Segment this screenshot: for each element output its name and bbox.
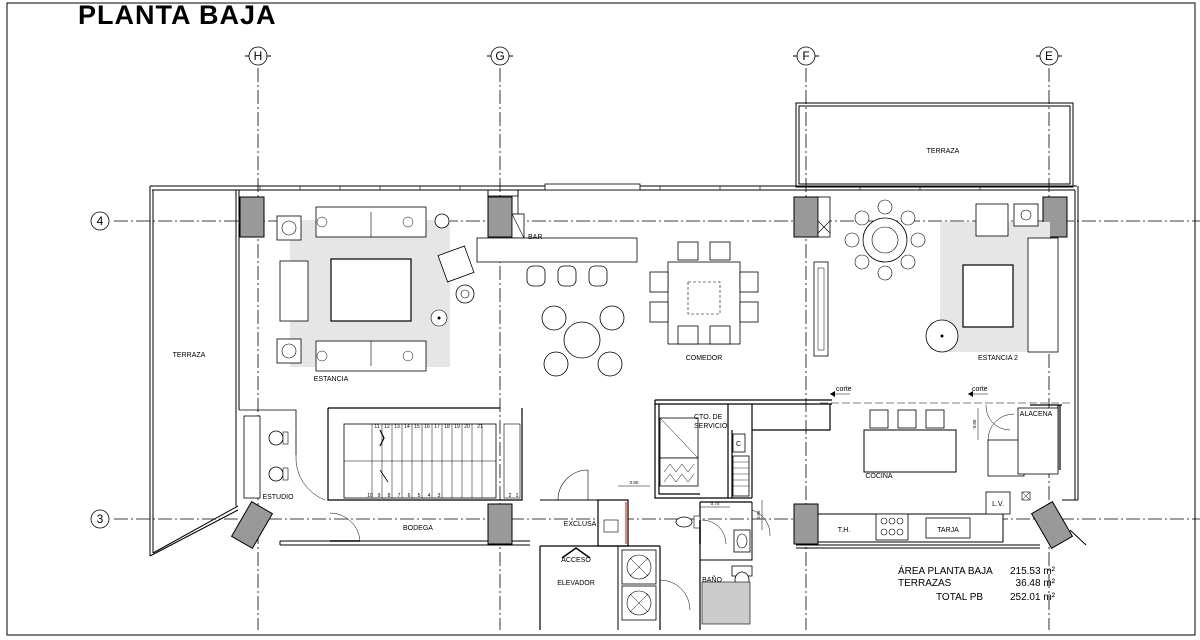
grid-label-4: 4 <box>97 214 104 228</box>
door-swings <box>985 404 1015 441</box>
room-label-cocina: COCINA <box>865 473 893 480</box>
room-label-comedor: COMEDOR <box>686 355 723 362</box>
room-label-estancia: ESTANCIA <box>314 376 349 383</box>
stair-num: 7 <box>398 493 401 499</box>
bodega-door <box>279 512 361 545</box>
bar-furniture <box>476 237 638 287</box>
plan-title: PLANTA BAJA <box>78 0 277 30</box>
label-lv: L.V. <box>992 501 1004 508</box>
stair-num: 5 <box>418 493 421 499</box>
grid-label-f: F <box>802 49 809 63</box>
room-label-estancia2: ESTANCIA 2 <box>978 355 1018 362</box>
estudio-furniture <box>239 409 326 501</box>
room-label-estudio: ESTUDIO <box>262 494 294 501</box>
room-label-terraza-left: TERRAZA <box>173 352 206 359</box>
dimension-marks: 0.80 0.70 0.80 0.80 <box>618 408 979 530</box>
interior-walls <box>654 399 1062 503</box>
room-label-bano: BAÑO <box>702 575 722 584</box>
stair-num: 10 <box>367 493 373 499</box>
grid-bubble-e: E <box>1036 46 1062 66</box>
label-tarja: TARJA <box>937 527 959 534</box>
area-label: TERRAZAS <box>898 578 952 589</box>
entry-area <box>539 469 691 630</box>
label-c: C <box>736 441 741 448</box>
stair-num: 16 <box>424 424 430 430</box>
round-table <box>541 305 625 377</box>
room-label-alacena: ALACENA <box>1020 411 1053 418</box>
area-label: TOTAL PB <box>936 592 983 603</box>
estancia-furniture <box>276 206 475 372</box>
stair-num: 17 <box>434 424 440 430</box>
columns <box>230 196 1074 550</box>
room-label-cto-servicio-line1: CTO. DE <box>694 414 723 421</box>
room-label-exclusa: EXCLUSA <box>564 521 597 528</box>
area-value: 36.48 m² <box>1016 578 1056 589</box>
grid-label-g: G <box>495 49 504 63</box>
dimension-text: 0.70 <box>711 501 720 506</box>
stair-num: 1 <box>516 493 519 499</box>
grid-bubble-4: 4 <box>90 211 110 231</box>
stair-num: 21 <box>477 424 483 430</box>
stair-num: 13 <box>394 424 400 430</box>
dimension-text: 0.80 <box>630 480 639 485</box>
grid-label-e: E <box>1045 49 1053 63</box>
sheet-frame <box>6 2 1196 636</box>
grid-label-h: H <box>254 49 263 63</box>
dimension-text: 0.80 <box>756 510 761 519</box>
stair-num: 19 <box>454 424 460 430</box>
section-label-right: corte <box>972 386 988 393</box>
stair-num: 18 <box>444 424 450 430</box>
stair-num: 20 <box>464 424 470 430</box>
stair-num: 12 <box>384 424 390 430</box>
service-room-furniture <box>659 417 750 497</box>
stair-num: 15 <box>414 424 420 430</box>
room-label-elevador: ELEVADOR <box>557 580 595 587</box>
stair-num: 9 <box>378 493 381 499</box>
room-label-bodega: BODEGA <box>403 525 433 532</box>
section-cut-marks <box>820 391 1070 404</box>
grid-bubble-g: G <box>487 46 513 66</box>
area-summary: ÁREA PLANTA BAJA 215.53 m² TERRAZAS 36.4… <box>898 564 1056 603</box>
grid-bubble-h: H <box>245 46 271 66</box>
dining-table <box>649 241 759 345</box>
dimension-text: 0.80 <box>972 419 977 428</box>
stair-num: 14 <box>404 424 410 430</box>
stair-numbers-top: 11 12 13 14 15 16 17 18 19 20 21 <box>374 424 483 430</box>
area-value: 215.53 m² <box>1010 566 1056 577</box>
stair-num: 3 <box>438 493 441 499</box>
stair-num: 8 <box>388 493 391 499</box>
exterior-walls <box>149 102 1087 557</box>
stair-num: 4 <box>428 493 431 499</box>
stair-num: 2 <box>509 493 512 499</box>
room-label-terraza-top: TERRAZA <box>927 148 960 155</box>
bano-fixtures <box>675 502 771 630</box>
stair-num: 11 <box>374 424 379 430</box>
grid-bubble-f: F <box>793 46 819 66</box>
stair-numbers-bottom: 10 9 8 7 6 5 4 3 2 1 <box>367 493 518 499</box>
staircase <box>327 407 523 501</box>
grid-label-3: 3 <box>97 512 104 526</box>
estancia2-furniture <box>813 199 1059 357</box>
kitchen-furniture <box>817 407 1059 543</box>
room-label-acceso: ACCESO <box>561 557 591 564</box>
room-label-cto-servicio-line2: SERVICIO <box>694 423 728 430</box>
label-th: T.H. <box>838 527 851 534</box>
room-label-bar: BAR <box>528 234 542 241</box>
area-label: ÁREA PLANTA BAJA <box>898 564 993 577</box>
section-label-left: corte <box>836 386 852 393</box>
stair-num: 6 <box>408 493 411 499</box>
area-value: 252.01 m² <box>1010 592 1056 603</box>
grid-bubble-3: 3 <box>90 509 110 529</box>
